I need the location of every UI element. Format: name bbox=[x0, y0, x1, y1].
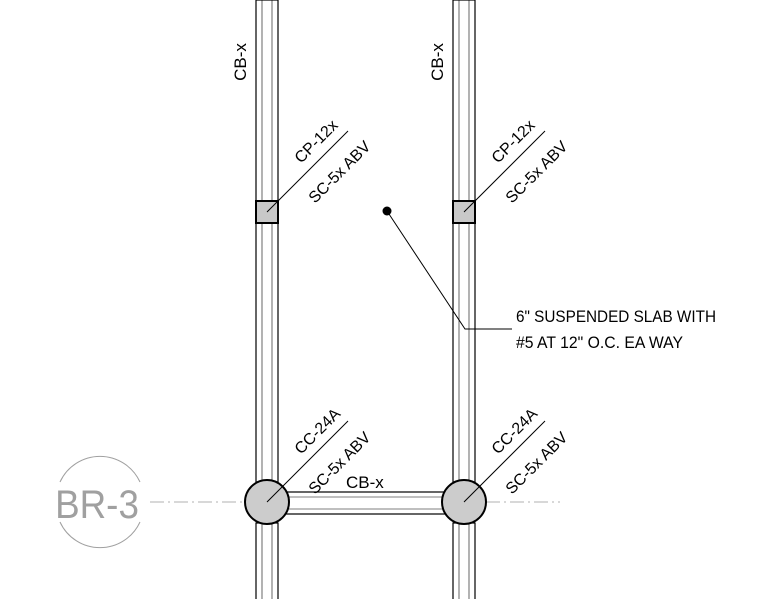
horizontal-beam[interactable] bbox=[284, 491, 446, 515]
slab-note-line-1: 6" SUSPENDED SLAB WITH bbox=[516, 307, 716, 326]
column-lower-left-tag: CC-24A bbox=[292, 405, 344, 457]
slab-note-leader bbox=[386, 210, 512, 330]
horizontal-beam-label: CB-x bbox=[346, 473, 384, 492]
leader-lower-right bbox=[463, 420, 546, 503]
left-vertical-beam[interactable] bbox=[255, 0, 279, 599]
column-upper-left-tag: CP-12x bbox=[292, 117, 342, 167]
slab-note-line-2: #5 AT 12" O.C. EA WAY bbox=[516, 333, 683, 352]
grid-bubble-label: BR-3 bbox=[55, 483, 139, 528]
grid-bubble-br-3[interactable]: BR-3 bbox=[55, 455, 141, 549]
column-lower-right-tag: CC-24A bbox=[489, 405, 541, 457]
leader-upper-right bbox=[463, 130, 546, 213]
column-upper-right-tag: CP-12x bbox=[489, 117, 539, 167]
leader-lower-left bbox=[266, 420, 349, 503]
leader-upper-left bbox=[266, 130, 349, 213]
right-beam-label: CB-x bbox=[428, 43, 447, 81]
left-beam-label: CB-x bbox=[231, 43, 250, 81]
